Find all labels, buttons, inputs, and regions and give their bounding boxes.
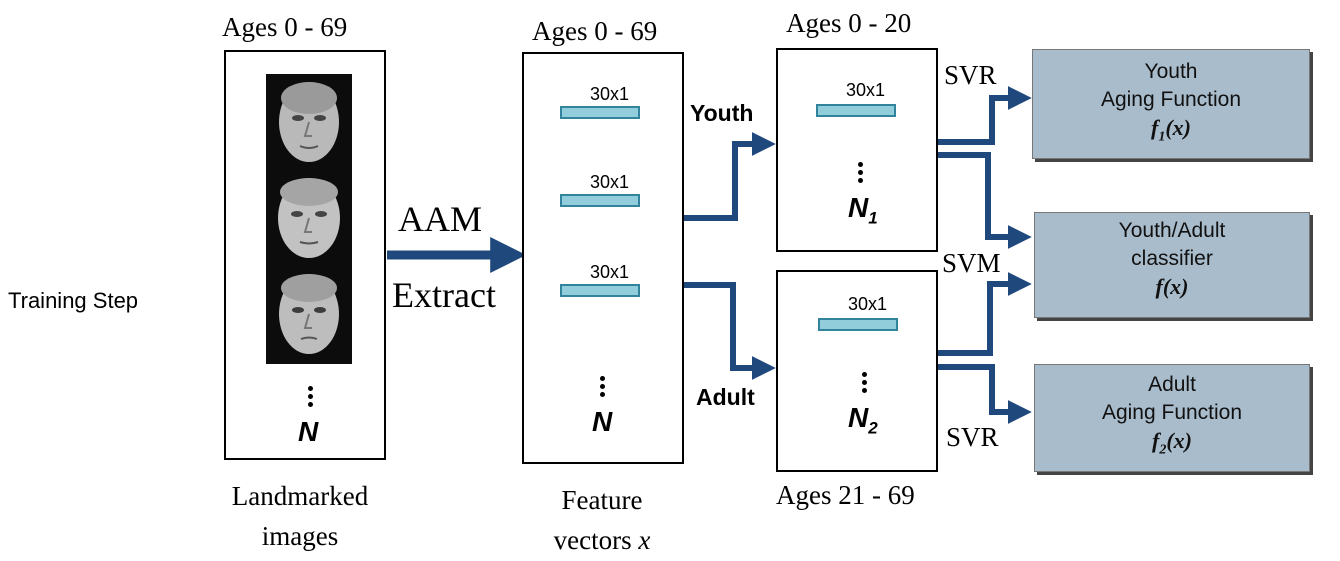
feature-vector <box>818 318 898 331</box>
ellipsis-dots <box>862 372 868 396</box>
output-line: classifier <box>1131 247 1213 270</box>
caption-line: Feature <box>561 485 643 515</box>
feature-vector <box>560 106 640 119</box>
svr-bottom-label: SVR <box>946 422 999 452</box>
col2-caption: Feature vectors x <box>502 480 702 560</box>
adult-classifier-arrow <box>938 272 1032 356</box>
ellipsis-dots <box>308 386 314 410</box>
feature-vector <box>560 194 640 207</box>
svm-label: SVM <box>942 248 1001 278</box>
youth-box-header: Ages 0 - 20 <box>786 8 912 38</box>
vector-size-label: 30x1 <box>848 294 888 314</box>
feature-vectors-box: 30x1 30x1 30x1 N <box>522 52 684 464</box>
vector-size-label: 30x1 <box>590 172 630 192</box>
extract-label: Extract <box>392 275 496 315</box>
feature-vector <box>560 284 640 297</box>
vector-size-label: 30x1 <box>846 80 886 100</box>
col2-header: Ages 0 - 69 <box>532 16 658 46</box>
training-step-label: Training Step <box>8 288 139 313</box>
youth-classifier-arrow <box>938 152 1032 249</box>
col1-header: Ages 0 - 69 <box>222 12 348 42</box>
aam-label: AAM <box>398 199 483 239</box>
caption-line: images <box>261 521 339 551</box>
ellipsis-dots <box>858 162 864 186</box>
svr-top-arrow <box>938 86 1032 145</box>
landmarked-images-box: N <box>224 50 386 460</box>
count-label: N <box>592 406 613 437</box>
output-line: Aging Function <box>1101 401 1243 424</box>
count-label: N <box>298 416 319 447</box>
count-label: N1 <box>848 192 878 228</box>
output-function: f1(x) <box>1151 115 1191 145</box>
adult-branch-label: Adult <box>696 384 755 410</box>
caption-line: Landmarked <box>231 481 369 511</box>
svr-top-label: SVR <box>944 60 997 90</box>
youth-branch-label: Youth <box>690 100 754 126</box>
face-image <box>279 274 339 354</box>
adult-aging-function-box: Adult Aging Function f2(x) <box>1034 364 1310 472</box>
face-image <box>279 82 339 162</box>
svr-bottom-arrow <box>938 364 1032 424</box>
face-strip <box>266 74 352 364</box>
output-function: f(x) <box>1155 274 1189 299</box>
feature-vector <box>816 104 896 117</box>
ellipsis-dots <box>600 376 606 400</box>
youth-box: 30x1 N1 <box>776 48 938 252</box>
youth-aging-function-box: Youth Aging Function f1(x) <box>1032 49 1310 159</box>
adult-branch-arrow <box>684 282 776 380</box>
youth-branch-arrow <box>684 132 776 221</box>
output-line: Youth <box>1144 60 1198 83</box>
adult-box-footer: Ages 21 - 69 <box>776 480 915 510</box>
adult-box: 30x1 N2 <box>776 270 938 472</box>
vector-size-label: 30x1 <box>590 262 630 282</box>
output-line: Aging Function <box>1100 88 1242 111</box>
col1-caption: Landmarked images <box>200 476 400 556</box>
youth-adult-classifier-box: Youth/Adult classifier f(x) <box>1034 212 1310 318</box>
output-line: Adult <box>1148 373 1196 396</box>
count-label: N2 <box>848 402 878 438</box>
vector-size-label: 30x1 <box>590 84 630 104</box>
caption-line: vectors x <box>553 525 651 555</box>
face-image <box>278 178 340 258</box>
output-line: Youth/Adult <box>1118 219 1226 242</box>
output-function: f2(x) <box>1152 428 1192 458</box>
